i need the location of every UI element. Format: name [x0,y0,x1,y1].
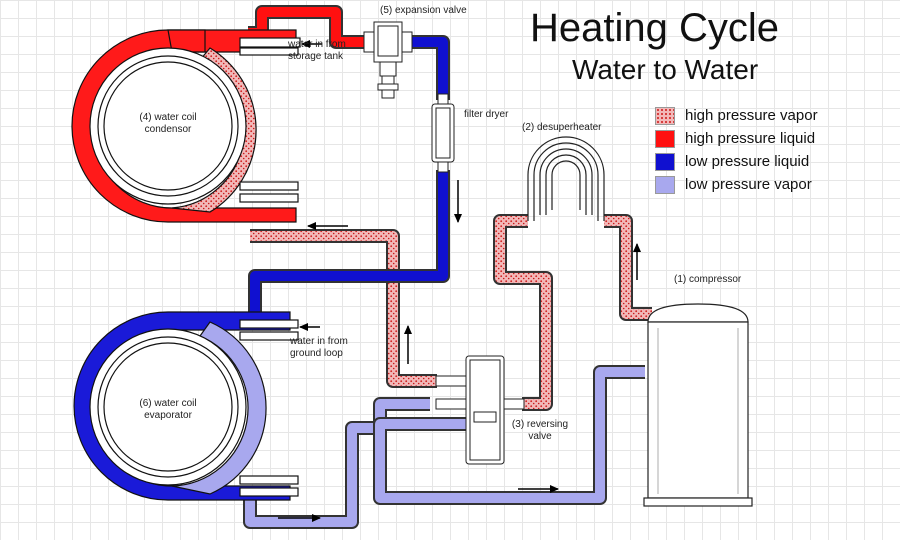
label-expansion-valve: (5) expansion valve [380,5,467,16]
pipe-hpv-valve-to-desuperheater [493,214,553,411]
legend-item-low-pressure-liquid: low pressure liquid [655,150,818,173]
legend-label: low pressure vapor [685,176,812,193]
legend-label: high pressure liquid [685,130,816,147]
label-desuperheater: (2) desuperheater [522,122,602,133]
compressor [643,303,753,507]
condenser-coil [71,29,301,223]
label-water-in-ground-line1: water in from [290,336,348,347]
evaporator-coil [73,311,299,501]
high-pressure-vapor-swatch [655,106,675,125]
diagram-title: Heating Cycle [530,6,780,50]
legend: high pressure vapor high pressure liquid… [655,104,818,196]
label-reversing-valve-line1: (3) reversing [511,419,569,430]
label-water-in-storage-line1: water in from [288,39,346,50]
expansion-valve [363,21,413,99]
diagram-subtitle: Water to Water [572,54,759,85]
high-pressure-liquid-swatch [655,129,675,148]
desuperheater-coil [527,136,605,221]
label-condensor-line2: condensor [144,124,192,135]
pipe-lpl-filter-to-evaporator [248,170,450,329]
legend-item-high-pressure-liquid: high pressure liquid [655,127,818,150]
label-compressor: (1) compressor [674,274,742,285]
label-reversing-valve-line2: valve [528,431,552,442]
pipe-hpv-condenser-return [250,229,437,388]
filter-dryer [431,93,455,173]
flow-arrows [278,40,641,522]
label-water-in-ground-line2: ground loop [290,348,343,359]
label-filter-dryer: filter dryer [464,109,509,120]
label-evaporator-line1: (6) water coil [139,398,197,409]
legend-item-high-pressure-vapor: high pressure vapor [655,104,818,127]
label-evaporator-line2: evaporator [144,410,192,421]
legend-item-low-pressure-vapor: low pressure vapor [655,173,818,196]
low-pressure-liquid-swatch [655,152,675,171]
reversing-valve [435,355,525,465]
legend-label: high pressure vapor [685,107,818,124]
legend-label: low pressure liquid [685,153,810,170]
label-condensor-line1: (4) water coil [139,112,197,123]
label-water-in-storage-line2: storage tank [288,51,344,62]
low-pressure-vapor-swatch [655,175,675,194]
